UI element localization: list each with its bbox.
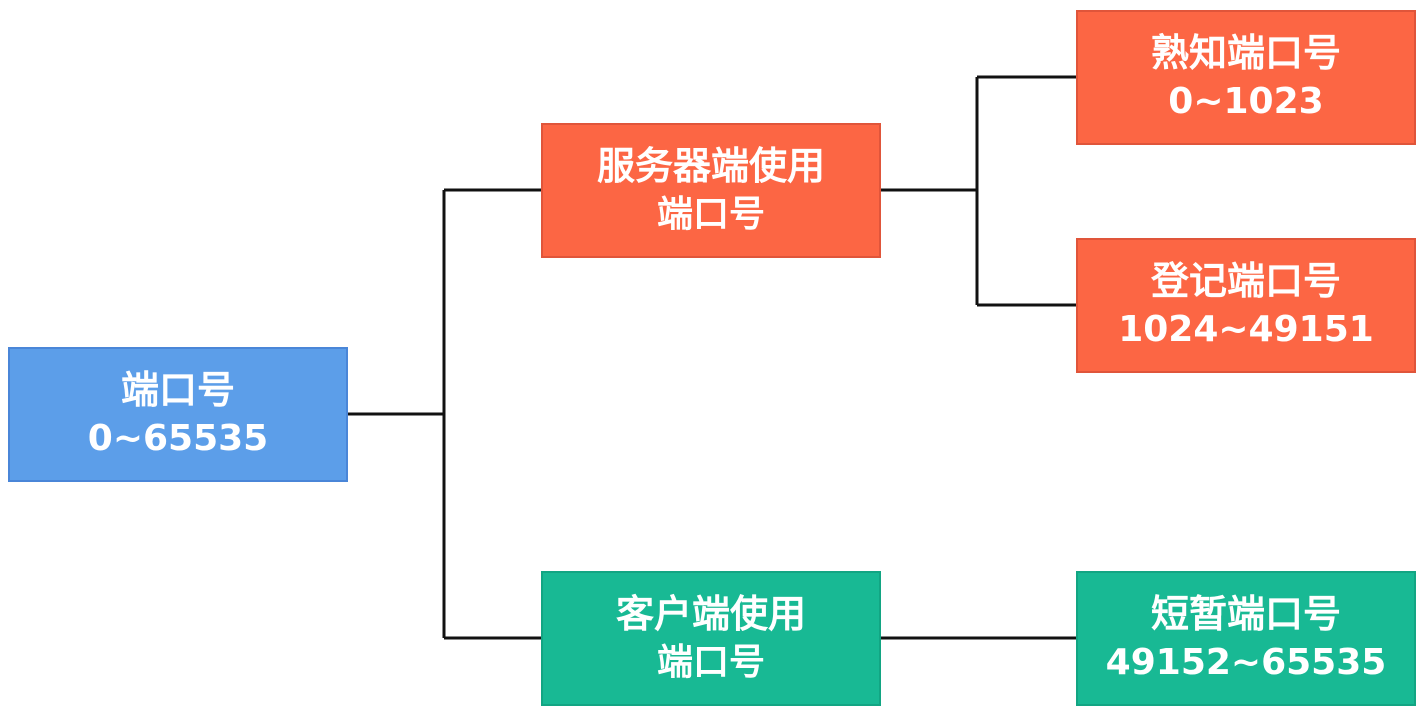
node-port-number-title: 端口号	[120, 368, 235, 413]
node-registered-ports-title: 登记端口号	[1150, 259, 1341, 304]
node-server-ports-subtitle: 端口号	[656, 193, 765, 235]
node-well-known-ports-title: 熟知端口号	[1150, 31, 1341, 76]
node-ephemeral-ports-range: 49152~65535	[1105, 641, 1387, 683]
node-client-ports: 客户端使用 端口号	[541, 571, 881, 706]
node-well-known-ports-range: 0~1023	[1168, 80, 1324, 122]
node-client-ports-subtitle: 端口号	[656, 641, 765, 683]
node-port-number-range: 0~65535	[87, 417, 269, 459]
node-registered-ports: 登记端口号 1024~49151	[1076, 238, 1416, 373]
node-port-number: 端口号 0~65535	[8, 347, 348, 482]
node-ephemeral-ports: 短暂端口号 49152~65535	[1076, 571, 1416, 706]
node-client-ports-title: 客户端使用	[615, 592, 806, 637]
node-server-ports: 服务器端使用 端口号	[541, 123, 881, 258]
node-server-ports-title: 服务器端使用	[596, 144, 825, 189]
node-ephemeral-ports-title: 短暂端口号	[1150, 592, 1341, 637]
node-registered-ports-range: 1024~49151	[1118, 308, 1374, 350]
node-well-known-ports: 熟知端口号 0~1023	[1076, 10, 1416, 145]
